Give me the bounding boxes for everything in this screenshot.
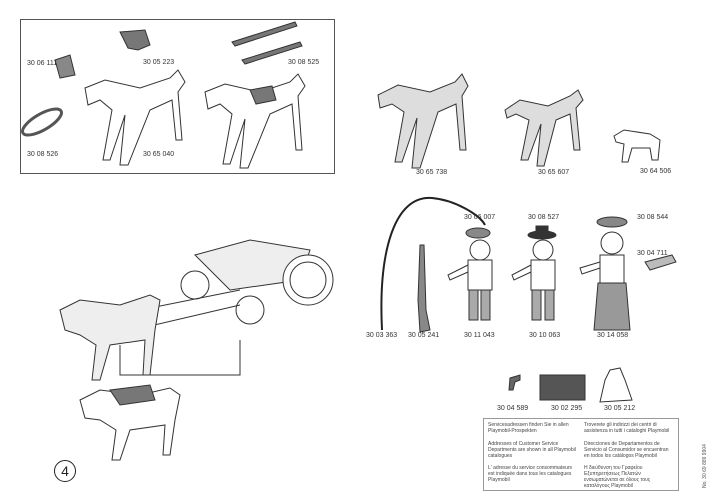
service-info-gr: Η διεύθυνση του Γραφείου Εξυπηρετήσεως Π…	[584, 465, 651, 489]
part-number-label: 30 14 058	[597, 332, 629, 339]
part-number-label: 30 04 589	[497, 405, 529, 412]
crate-part	[539, 374, 586, 401]
service-info-it: Troverete gli indirizzi dei centri di as…	[584, 422, 670, 434]
service-info-box: Servicesadressen finden Sie in allen Pla…	[483, 418, 679, 491]
horse-illustration	[84, 69, 186, 166]
part-number-label: 30 65 738	[416, 169, 448, 176]
parts-detail-box	[20, 19, 335, 174]
bridle-part	[54, 54, 76, 79]
part-number-label: 30 64 506	[640, 168, 672, 175]
service-info-fr: L' adresse du service consommateurs est …	[488, 465, 573, 483]
wagon-illustration	[89, 239, 334, 341]
part-number-label: 30 11 043	[464, 332, 495, 339]
part-number-label: 30 08 544	[637, 214, 669, 221]
part-number-label: 30 05 223	[143, 59, 175, 66]
part-number-label: 30 03 363	[366, 332, 398, 339]
document-number: No. 30 69 889 9904	[702, 444, 708, 488]
part-number-label: 30 05 212	[604, 405, 636, 412]
service-info-es: Direcciones de Departamentos de Servicio…	[584, 441, 669, 459]
dog-illustration	[613, 129, 661, 163]
figure-man-hat	[511, 225, 557, 321]
part-number-label: 30 05 241	[408, 332, 440, 339]
part-number-label: 30 04 711	[637, 250, 668, 257]
part-number-label: 30 65 040	[143, 151, 175, 158]
harness-ring-part	[21, 107, 63, 137]
service-info-en: Addresses of Customer Service Department…	[488, 441, 576, 459]
part-number-label: 30 08 526	[27, 151, 59, 158]
shaft-part	[241, 41, 303, 65]
pistol-part	[508, 374, 521, 391]
saddle-part	[119, 29, 151, 51]
whip-illustration	[380, 196, 486, 331]
part-number-label: 30 10 063	[529, 332, 561, 339]
horse-grey-illustration	[377, 73, 469, 169]
part-number-label: 30 06 007	[464, 214, 496, 221]
part-number-label: 30 08 527	[528, 214, 560, 221]
part-number-label: 30 02 295	[551, 405, 583, 412]
horse-harness-illustration	[79, 387, 181, 461]
part-number-label: 30 65 607	[538, 169, 570, 176]
figure-man-cap	[447, 227, 493, 321]
shaft-part	[231, 21, 298, 47]
sack-part	[599, 367, 633, 403]
step-number: 4	[54, 460, 76, 482]
harnessed-horse-illustration	[204, 73, 306, 169]
foal-illustration	[504, 89, 584, 167]
belt-part	[644, 254, 677, 271]
rifle-illustration	[417, 244, 431, 333]
part-number-label: 30 06 111	[27, 60, 58, 67]
horse-pair-illustration	[59, 294, 161, 381]
service-info-de: Servicesadressen finden Sie in allen Pla…	[488, 422, 569, 434]
part-number-label: 30 08 525	[288, 59, 320, 66]
figure-woman	[579, 216, 631, 331]
